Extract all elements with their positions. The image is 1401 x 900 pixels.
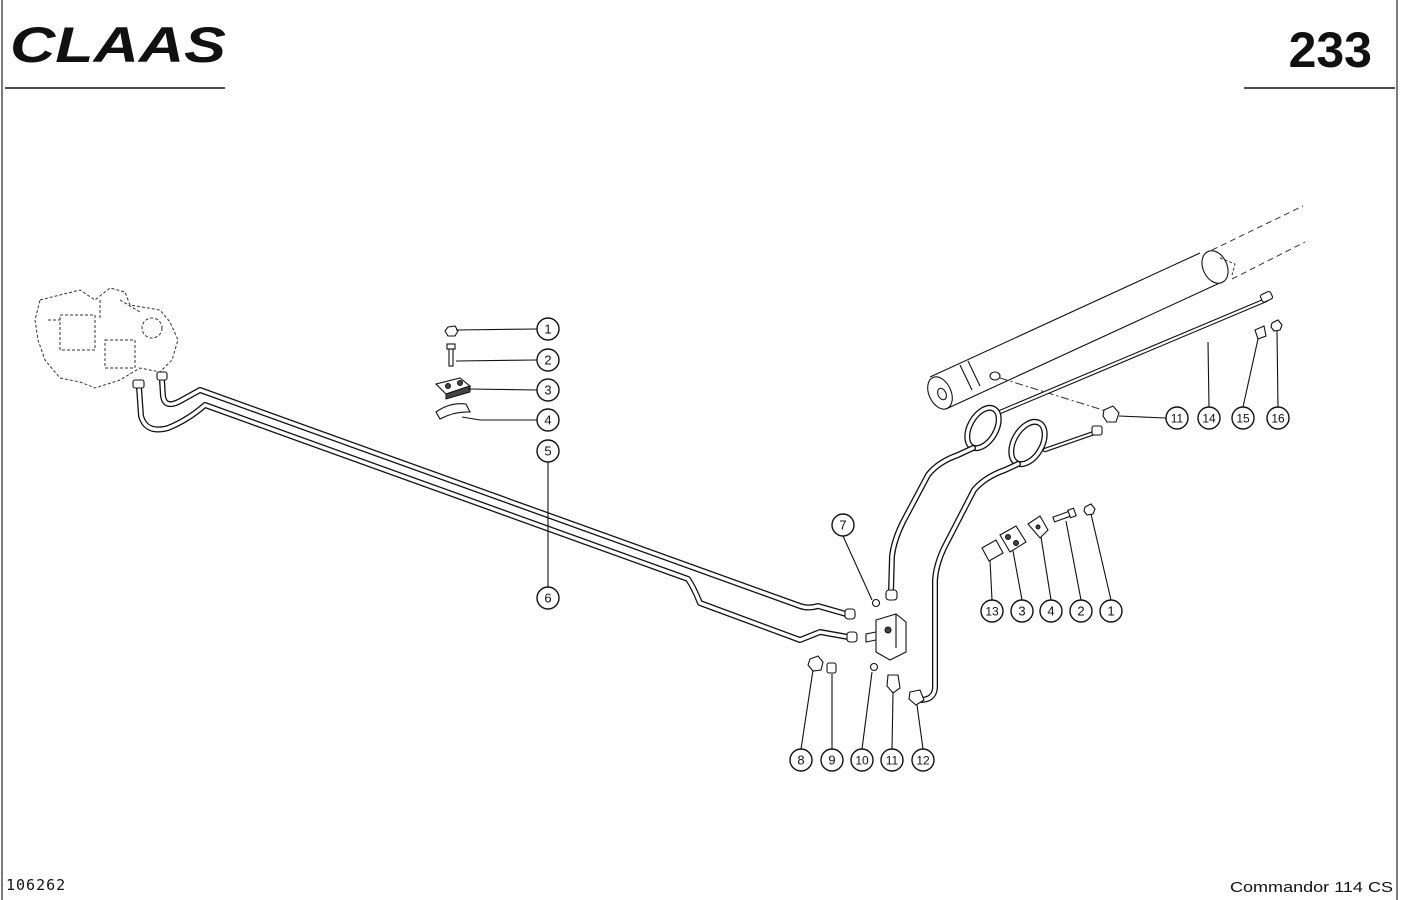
callout-13: 13 [980, 599, 1004, 623]
clamp-plate-part-4 [435, 403, 471, 420]
pipe-fittings-left [132, 371, 858, 643]
svg-text:12: 12 [916, 754, 930, 768]
svg-text:11: 11 [1171, 412, 1184, 426]
svg-text:16: 16 [1271, 412, 1285, 426]
clamp-block-part-3-right [999, 525, 1027, 553]
nut-part-1-right [1083, 503, 1096, 516]
control-valve-block [34, 287, 179, 389]
svg-text:3: 3 [544, 383, 551, 398]
pipe-coil-lower [1008, 418, 1048, 468]
pipe-fittings-right [885, 290, 1274, 601]
bolt-part-2-right [1052, 507, 1077, 523]
hydraulic-cylinder [927, 205, 1306, 410]
callout-11-upper: 11 [1165, 406, 1189, 430]
svg-text:6: 6 [544, 591, 551, 606]
callout-15: 15 [1231, 406, 1255, 430]
svg-text:14: 14 [1202, 412, 1216, 426]
svg-text:2: 2 [1077, 604, 1084, 619]
clamp-block-part-3 [434, 377, 472, 400]
bolt-part-2 [446, 343, 456, 367]
o-ring-part-10 [869, 662, 879, 672]
port-reference-line [999, 377, 1107, 412]
callout-4-right: 4 [1039, 599, 1063, 623]
clamp-plate-part-4-right [1027, 515, 1049, 539]
svg-text:4: 4 [544, 413, 551, 428]
callout-2: 2 [536, 348, 560, 372]
svg-text:1: 1 [1107, 604, 1114, 619]
part-15 [1254, 325, 1267, 340]
callout-2-right: 2 [1069, 599, 1093, 623]
o-ring-part-7 [871, 598, 881, 608]
svg-text:13: 13 [985, 605, 999, 619]
elbow-part-11 [886, 674, 901, 694]
svg-text:5: 5 [544, 444, 551, 459]
callout-3-right: 3 [1010, 599, 1034, 623]
leader-lines [455, 328, 1279, 750]
callout-12: 12 [911, 748, 935, 772]
svg-text:1: 1 [544, 322, 551, 337]
model-name: Commandor 114 CS [1230, 879, 1393, 896]
svg-text:10: 10 [855, 754, 869, 768]
callout-10: 10 [850, 748, 874, 772]
pipe-14 [1000, 300, 1266, 412]
page-number: 233 [1289, 22, 1372, 78]
svg-text:8: 8 [797, 753, 804, 768]
pipe-cylinder-feed [1045, 433, 1094, 450]
callout-5: 5 [536, 439, 560, 463]
callout-8: 8 [789, 748, 813, 772]
callout-4: 4 [536, 408, 560, 432]
svg-text:4: 4 [1047, 604, 1054, 619]
nut-part-8 [807, 655, 824, 672]
callout-3: 3 [536, 378, 560, 402]
svg-text:11: 11 [886, 754, 899, 768]
pipe-right-b [920, 464, 1018, 700]
svg-text:3: 3 [1018, 604, 1025, 619]
callout-6: 6 [536, 586, 560, 610]
callout-14: 14 [1197, 406, 1221, 430]
plate-part-13 [981, 539, 1004, 562]
svg-text:15: 15 [1236, 412, 1250, 426]
drawing-number: 106262 [6, 876, 66, 894]
svg-text:9: 9 [828, 753, 835, 768]
callout-7: 7 [831, 513, 855, 537]
callout-1: 1 [536, 317, 560, 341]
elbow-part-12 [908, 689, 925, 706]
callout-16: 16 [1266, 406, 1290, 430]
claas-logo: CLAAS [10, 17, 226, 73]
callout-9: 9 [820, 748, 844, 772]
nut-part-1 [444, 325, 459, 337]
svg-text:2: 2 [544, 353, 551, 368]
nut-part-9 [826, 662, 837, 674]
pipe-6 [139, 387, 848, 640]
svg-text:7: 7 [839, 518, 846, 533]
pipe-coil-upper [964, 404, 1002, 452]
coupling-block [865, 613, 907, 661]
pipe-5 [162, 380, 846, 614]
callout-1-right: 1 [1099, 599, 1123, 623]
nut-part-16 [1270, 319, 1283, 332]
callout-11-lower: 11 [880, 748, 904, 772]
